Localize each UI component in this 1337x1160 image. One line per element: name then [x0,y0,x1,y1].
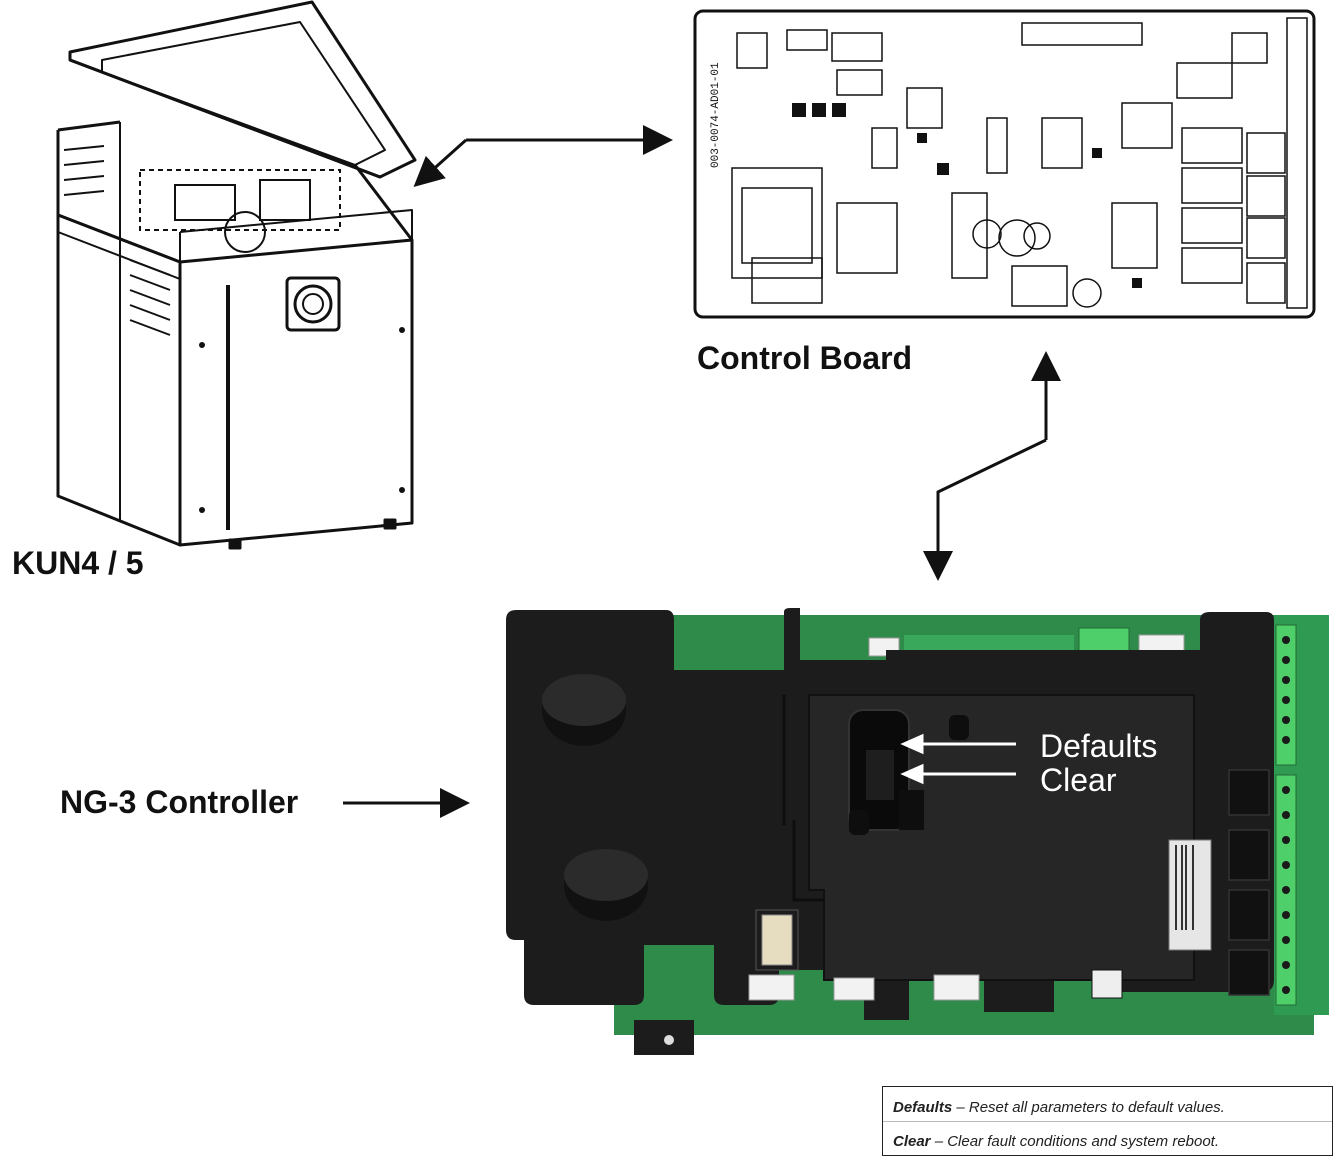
control-board-label: Control Board [697,340,913,376]
legend-defaults-desc: – Reset all parameters to default values… [952,1099,1225,1116]
legend-defaults-term: Defaults [893,1099,953,1116]
control-board-drawing: 003-0074-AD01-01 [693,9,1316,319]
legend-row-defaults: Defaults – Reset all parameters to defau… [893,1099,1225,1116]
defaults-callout: Defaults [1040,728,1158,764]
kun-label: KUN4 / 5 [12,545,144,581]
board-part-number: 003-0074-AD01-01 [710,62,722,168]
legend-clear-desc: – Clear fault conditions and system rebo… [930,1133,1220,1150]
boiler-cabinet-drawing [56,0,417,550]
legend-divider [883,1121,1332,1122]
ng3-controller-label: NG-3 Controller [60,784,299,820]
clear-callout: Clear [1040,762,1117,798]
arrow-board-to-cabinet [413,138,468,188]
legend-clear-term: Clear [893,1133,931,1150]
ng3-controller-photo [506,608,1329,1055]
legend-row-clear: Clear – Clear fault conditions and syste… [893,1133,1219,1150]
legend-box: Defaults – Reset all parameters to defau… [882,1086,1333,1156]
